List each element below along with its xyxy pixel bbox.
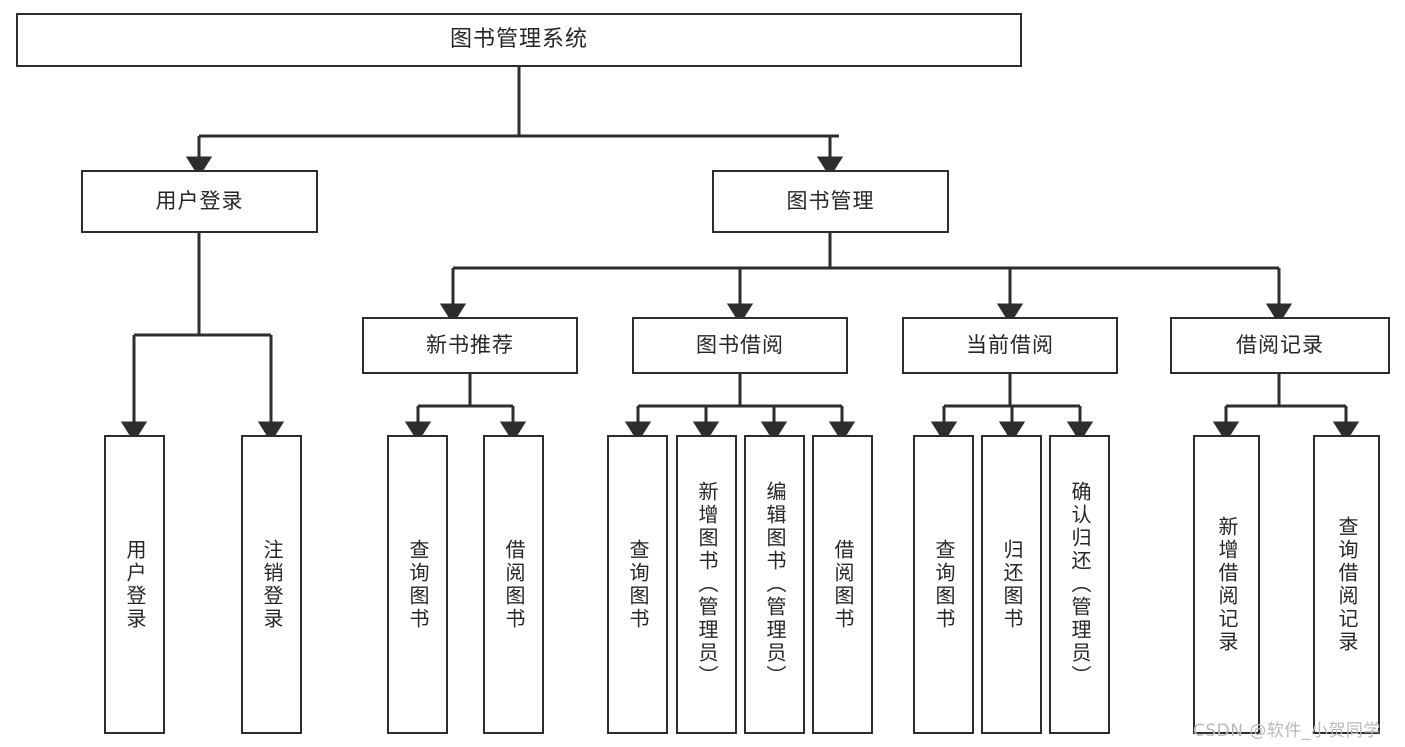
leaf-return-book[interactable]: 归还图书 — [981, 435, 1042, 734]
node-new-book-recommend-label: 新书推荐 — [426, 332, 514, 357]
node-user-login-label: 用户登录 — [155, 188, 244, 213]
leaf-user-login[interactable]: 用户登录 — [104, 435, 165, 734]
leaf-query-borrow-record[interactable]: 查询借阅记录 — [1313, 435, 1380, 734]
leaf-confirm-return-admin-label: 确认归还（管理员） — [1068, 481, 1092, 688]
leaf-add-book-admin[interactable]: 新增图书（管理员） — [676, 435, 737, 734]
leaf-query-book-current-label: 查询图书 — [932, 538, 956, 631]
leaf-edit-book-admin-label: 编辑图书（管理员） — [763, 481, 787, 688]
leaf-query-book-borrow-label: 查询图书 — [626, 538, 650, 631]
leaf-query-book-current[interactable]: 查询图书 — [913, 435, 974, 734]
node-borrow-record[interactable]: 借阅记录 — [1170, 317, 1390, 374]
node-root-label: 图书管理系统 — [449, 26, 588, 52]
leaf-edit-book-admin[interactable]: 编辑图书（管理员） — [744, 435, 805, 734]
leaf-query-book-borrow[interactable]: 查询图书 — [607, 435, 668, 734]
leaf-logout-login[interactable]: 注销登录 — [241, 435, 302, 734]
leaf-add-book-admin-label: 新增图书（管理员） — [695, 481, 719, 688]
node-current-borrow[interactable]: 当前借阅 — [902, 317, 1118, 374]
node-book-borrow[interactable]: 图书借阅 — [632, 317, 848, 374]
leaf-borrow-book-newbook[interactable]: 借阅图书 — [483, 435, 544, 734]
node-current-borrow-label: 当前借阅 — [966, 332, 1054, 357]
leaf-query-borrow-record-label: 查询借阅记录 — [1335, 515, 1359, 654]
leaf-query-book-newbook-label: 查询图书 — [406, 538, 430, 631]
node-root[interactable]: 图书管理系统 — [16, 13, 1022, 67]
leaf-borrow-book-label: 借阅图书 — [831, 538, 855, 631]
leaf-borrow-book[interactable]: 借阅图书 — [812, 435, 873, 734]
node-book-management[interactable]: 图书管理 — [712, 170, 949, 233]
leaf-user-login-label: 用户登录 — [123, 538, 147, 631]
leaf-add-borrow-record-label: 新增借阅记录 — [1215, 515, 1239, 654]
leaf-add-borrow-record[interactable]: 新增借阅记录 — [1193, 435, 1260, 734]
node-new-book-recommend[interactable]: 新书推荐 — [362, 317, 578, 374]
node-book-management-label: 图书管理 — [786, 188, 875, 213]
leaf-confirm-return-admin[interactable]: 确认归还（管理员） — [1049, 435, 1110, 734]
node-borrow-record-label: 借阅记录 — [1236, 332, 1324, 357]
node-user-login[interactable]: 用户登录 — [81, 170, 318, 233]
node-book-borrow-label: 图书借阅 — [696, 332, 784, 357]
leaf-return-book-label: 归还图书 — [1000, 538, 1024, 631]
leaf-logout-login-label: 注销登录 — [260, 538, 284, 631]
leaf-query-book-newbook[interactable]: 查询图书 — [387, 435, 448, 734]
leaf-borrow-book-newbook-label: 借阅图书 — [502, 538, 526, 631]
csdn-watermark: CSDN @软件_小贺同学 — [1193, 721, 1381, 741]
